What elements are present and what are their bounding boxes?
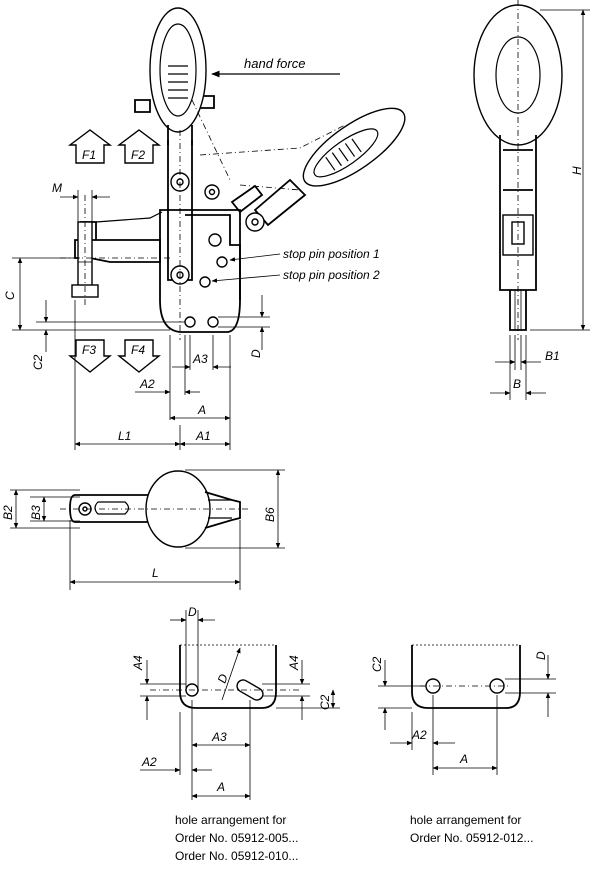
- caption-right-line1: hole arrangement for: [410, 813, 521, 827]
- dim-m-label: M: [52, 181, 62, 195]
- dim-a2-label: A2: [139, 377, 155, 391]
- dim-a2-left-label: A2: [141, 755, 157, 769]
- dim-a-right-label: A: [459, 752, 468, 766]
- dim-d-label: D: [249, 349, 263, 358]
- stop-pin-2-label: stop pin position 2: [283, 268, 380, 282]
- dim-b6-label: B6: [263, 507, 277, 522]
- dim-h-label: H: [570, 166, 584, 175]
- dim-a-label: A: [197, 403, 206, 417]
- force-arrows: F1 F2 F3 F4: [67, 129, 162, 373]
- hole-arrangement-right: C2 D A2 A: [370, 644, 556, 775]
- hand-force-label: hand force: [244, 56, 305, 71]
- stop-pin-leaders: stop pin position 1 stop pin position 2: [211, 247, 380, 283]
- caption-left-line1: hole arrangement for: [175, 813, 286, 827]
- dim-c2-right-label: C2: [370, 656, 384, 672]
- dim-d-left-label: D: [188, 605, 197, 619]
- dim-a4-left-label: A4: [131, 655, 145, 671]
- caption-left-line3: Order No. 05912-010...: [175, 849, 298, 863]
- force-f1-label: F1: [82, 148, 96, 162]
- caption-right-line2: Order No. 05912-012...: [410, 831, 533, 845]
- dim-b-label: B: [513, 377, 521, 391]
- caption-left-line2: Order No. 05912-005...: [175, 831, 298, 845]
- dim-b1-label: B1: [545, 349, 560, 363]
- top-view: B2 B3 B6 L: [1, 469, 285, 590]
- dim-a4-right-label: A4: [287, 655, 301, 671]
- dim-d-right-label: D: [534, 651, 548, 660]
- force-f2-label: F2: [131, 148, 145, 162]
- hole-arrangement-left: D D A4 A4 C2 A3 A2 A: [131, 605, 340, 800]
- front-view: [60, 7, 406, 340]
- front-view-dimensions: M C C2 D A3 A2 A: [3, 181, 270, 450]
- dim-a1-label: A1: [195, 429, 211, 443]
- dim-d-slot-label: D: [215, 672, 231, 685]
- dim-a2-right-label: A2: [411, 728, 427, 742]
- force-f3-label: F3: [82, 343, 96, 357]
- dim-a-left-label: A: [216, 780, 225, 794]
- dim-b2-label: B2: [1, 505, 15, 520]
- hand-force-arrow: hand force: [211, 56, 340, 78]
- dim-c2-label: C2: [31, 354, 45, 370]
- stop-pin-1-label: stop pin position 1: [283, 247, 380, 261]
- dim-a3-left-label: A3: [211, 730, 227, 744]
- captions: hole arrangement for Order No. 05912-005…: [175, 813, 533, 863]
- force-f4-label: F4: [131, 343, 145, 357]
- dim-a3-label: A3: [192, 352, 208, 366]
- dim-c-label: C: [3, 291, 17, 300]
- side-view: H B1 B: [473, 0, 590, 400]
- dim-l1-label: L1: [118, 429, 131, 443]
- dim-l-label: L: [152, 566, 159, 580]
- dim-c2-left-label: C2: [318, 694, 332, 710]
- dim-b3-label: B3: [29, 505, 43, 520]
